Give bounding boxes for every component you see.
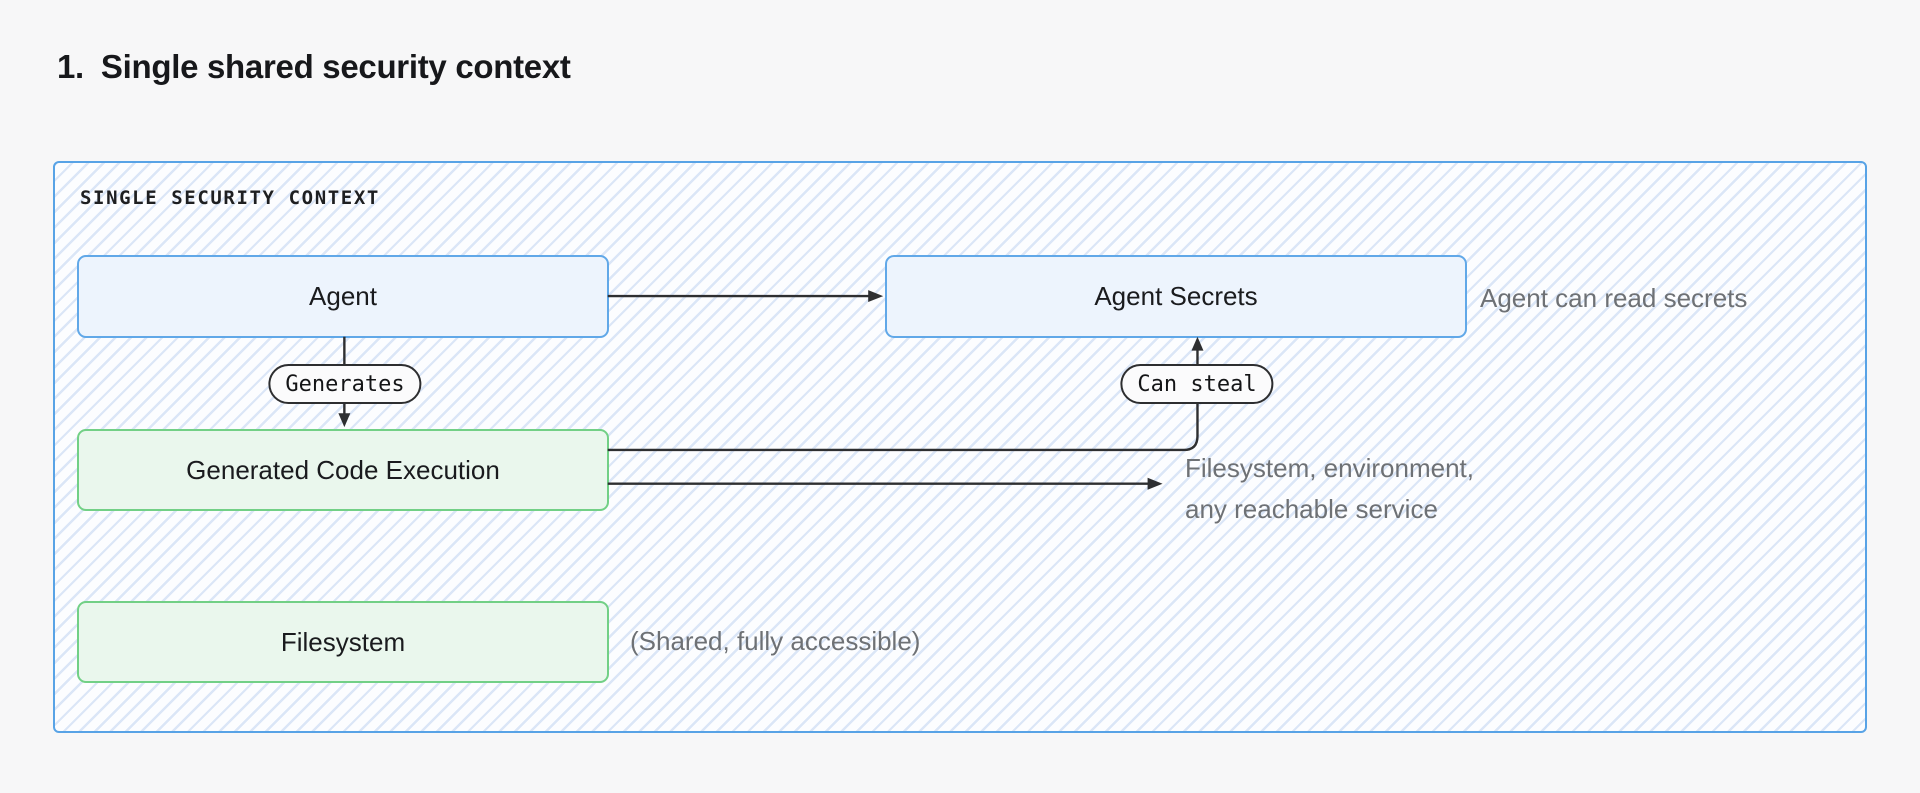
security-context-container: SINGLE SECURITY CONTEXT Agent Agent Secr… <box>53 161 1867 733</box>
page-title: 1. Single shared security context <box>57 48 571 86</box>
arrow-agent-to-agent-secrets-head <box>868 290 884 303</box>
annotation-reachable-services-line1: Filesystem, environment, <box>1185 453 1474 483</box>
annotation-shared-fully-accessible: (Shared, fully accessible) <box>630 626 921 656</box>
edge-label-generates: Generates <box>268 364 422 404</box>
annotation-agent-can-read-secrets: Agent can read secrets <box>1480 283 1748 313</box>
edge-label-can-steal-text: Can steal <box>1137 371 1257 397</box>
node-filesystem: Filesystem <box>77 601 609 683</box>
arrow-agent-to-gce-head <box>338 413 351 428</box>
context-label: SINGLE SECURITY CONTEXT <box>80 187 380 209</box>
node-filesystem-label: Filesystem <box>280 626 406 657</box>
page-title-text: Single shared security context <box>100 48 571 85</box>
annotation-reachable-services-line2: any reachable service <box>1185 494 1438 524</box>
arrow-gce-to-agent-secrets-head <box>1191 336 1204 351</box>
edge-label-can-steal: Can steal <box>1120 364 1274 404</box>
arrow-gce-to-agent-secrets-line <box>607 349 1199 452</box>
annotation-reachable-services: Filesystem, environment, any reachable s… <box>1185 448 1474 530</box>
connector-arrows <box>338 290 1204 490</box>
node-generated-code-execution: Generated Code Execution <box>77 429 609 511</box>
arrow-gce-to-services-head <box>1147 477 1163 490</box>
edge-label-generates-text: Generates <box>285 371 405 397</box>
node-agent-label: Agent <box>309 281 377 311</box>
node-agent-secrets-label: Agent Secrets <box>1094 281 1258 311</box>
node-generated-code-execution-label: Generated Code Execution <box>186 454 500 485</box>
node-agent-secrets: Agent Secrets <box>885 255 1467 338</box>
page-title-number: 1. <box>57 48 84 85</box>
node-agent: Agent <box>77 255 609 338</box>
